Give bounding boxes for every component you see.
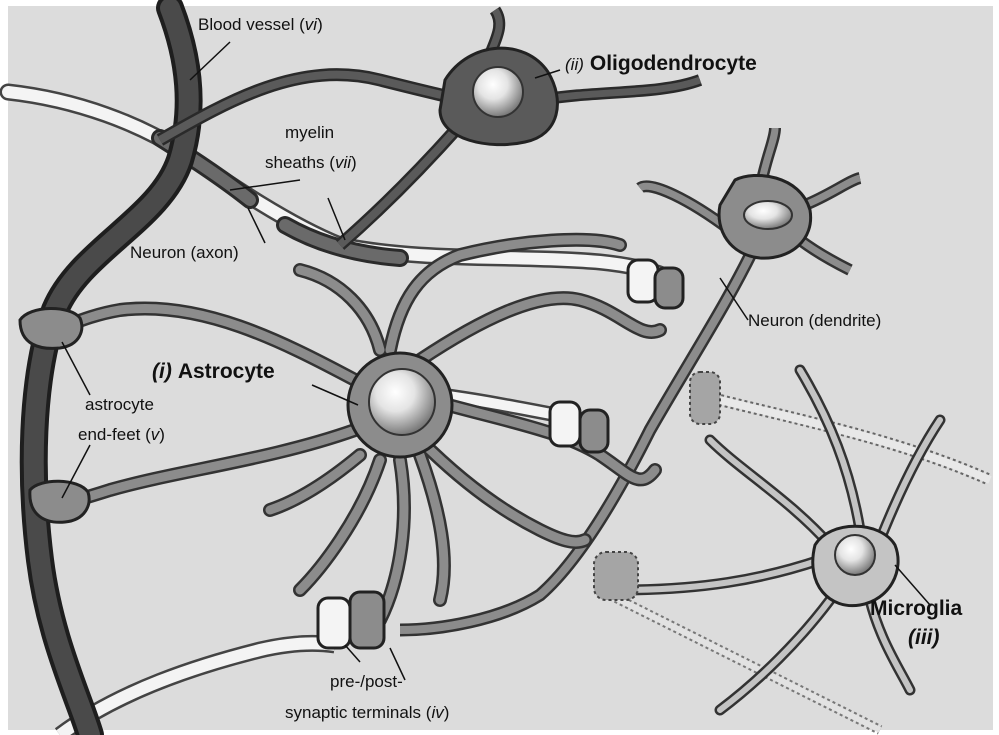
label-neuron-dendrite: Neuron (dendrite) (748, 311, 881, 330)
label-microglia-num: (iii) (908, 626, 940, 649)
label-oligodendrocyte: (ii)Oligodendrocyte (565, 52, 757, 75)
label-myelin-line1: myelin (285, 123, 334, 142)
oligodendrocyte-nucleus (473, 67, 523, 117)
label-neuron-axon: Neuron (axon) (130, 243, 239, 262)
label-terminals-line1: pre-/post- (330, 672, 403, 691)
neuron-nucleus (744, 201, 792, 229)
astrocyte-nucleus (369, 369, 435, 435)
label-blood-vessel: Blood vessel (vi) (198, 15, 323, 34)
label-end-feet-line1: astrocyte (85, 395, 154, 414)
label-microglia: Microglia (870, 597, 963, 620)
label-end-feet-line2: end-feet (v) (78, 425, 165, 444)
label-terminals-line2: synaptic terminals (iv) (285, 703, 449, 722)
label-astrocyte: (i)Astrocyte (152, 360, 275, 383)
label-myelin-line2: sheaths (vii) (265, 153, 357, 172)
microglia-nucleus (835, 535, 875, 575)
